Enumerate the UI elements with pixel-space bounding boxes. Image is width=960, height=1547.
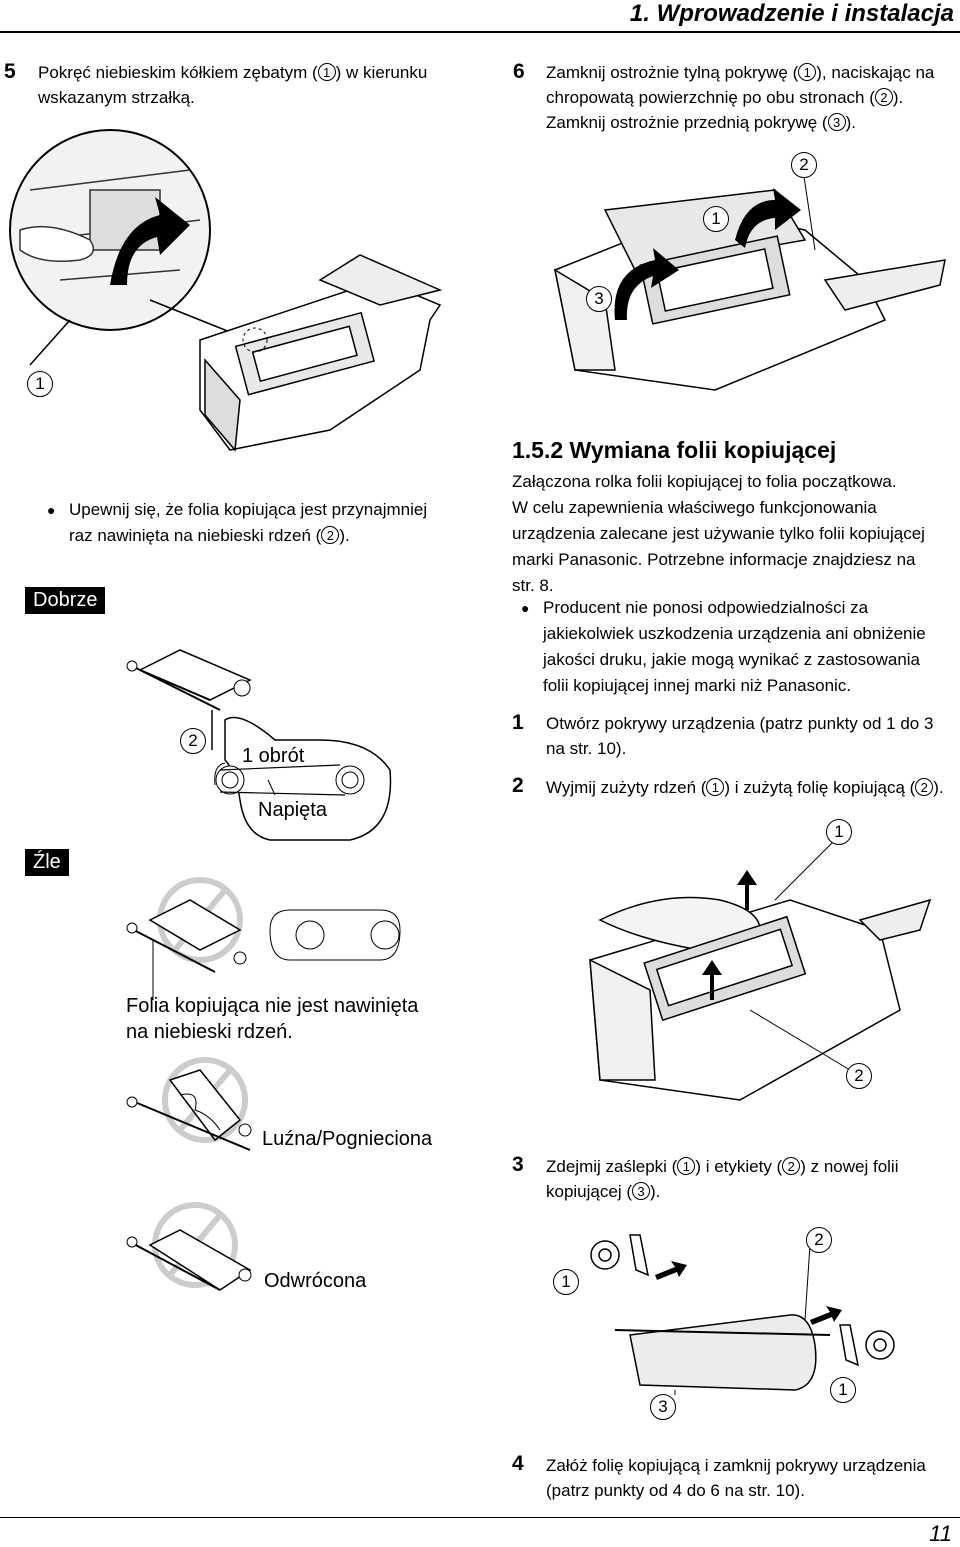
taut-label: Napięta bbox=[258, 799, 327, 821]
bad-2-caption: Luźna/Pognieciona bbox=[262, 1128, 433, 1150]
callout-1-icon: 1 bbox=[798, 63, 817, 81]
step-2-number: 2 bbox=[512, 774, 524, 797]
fax-remove-film-illustration bbox=[589, 839, 932, 1101]
step-1-text: Otwórz pokrywy urządzenia (patrz punkty … bbox=[546, 714, 934, 758]
step-1-number: 1 bbox=[512, 711, 524, 734]
bad-label: Źle bbox=[25, 849, 69, 876]
fig2-callout-1: 1 bbox=[826, 819, 852, 845]
callout-1-icon: 1 bbox=[677, 1157, 696, 1175]
fig3-callout-3: 3 bbox=[650, 1394, 676, 1420]
step-4-text: Załóż folię kopiującą i zamknij pokrywy … bbox=[546, 1456, 926, 1500]
step-5-number: 5 bbox=[4, 60, 16, 83]
section-bullet-note: Producent nie ponosi odpowiedzialności z… bbox=[521, 595, 958, 699]
step-6-text: Zamknij ostrożnie tylną pokrywę (1), nac… bbox=[546, 63, 935, 132]
gear-wheel-fax-illustration bbox=[9, 129, 443, 452]
fig6-callout-2: 2 bbox=[791, 152, 817, 178]
footer-rule bbox=[0, 1517, 960, 1518]
film-roll-reversed-illustration bbox=[126, 1202, 252, 1291]
fig3-callout-1-left: 1 bbox=[553, 1269, 579, 1295]
page-number: 11 bbox=[929, 1521, 952, 1546]
fig6-callout-1: 1 bbox=[703, 206, 729, 232]
film-roll-loose-illustration bbox=[126, 1057, 252, 1151]
new-film-roll-caps-illustration bbox=[590, 1234, 895, 1395]
section-intro-text: Załączona rolka folii kopiującej to foli… bbox=[512, 472, 925, 595]
step-5-text: Pokręć niebieskim kółkiem zębatym (1) w … bbox=[38, 63, 428, 107]
step-2-text: Wyjmij zużyty rdzeń (1) i zużytą folię k… bbox=[546, 778, 944, 797]
step-4-number: 4 bbox=[512, 1452, 524, 1475]
callout-2-icon: 2 bbox=[915, 778, 934, 796]
callout-2-icon: 2 bbox=[321, 526, 340, 544]
good-label: Dobrze bbox=[25, 587, 106, 614]
callout-3-icon: 3 bbox=[632, 1182, 650, 1200]
film-roll-good-illustration bbox=[126, 649, 392, 841]
good-callout-2: 2 bbox=[180, 728, 206, 754]
bad-3-caption: Odwrócona bbox=[264, 1270, 367, 1292]
step-3-number: 3 bbox=[512, 1153, 524, 1176]
fig6-callout-3: 3 bbox=[586, 286, 612, 312]
callout-2-icon: 2 bbox=[874, 88, 893, 106]
callout-3-icon: 3 bbox=[827, 113, 846, 131]
callout-1-icon: 1 bbox=[706, 778, 725, 796]
film-roll-not-wound-illustration bbox=[126, 877, 401, 1000]
fig3-callout-2: 2 bbox=[806, 1227, 832, 1253]
step-6-number: 6 bbox=[513, 60, 525, 83]
section-header-title: 1. Wprowadzenie i instalacja bbox=[629, 0, 954, 27]
bullet-note-winding: Upewnij się, że folia kopiująca jest prz… bbox=[47, 497, 459, 549]
fig2-callout-2: 2 bbox=[846, 1063, 872, 1089]
fig3-callout-1-right: 1 bbox=[830, 1377, 856, 1403]
step-3-text: Zdejmij zaślepki (1) i etykiety (2) z no… bbox=[546, 1157, 899, 1201]
fax-closing-covers-illustration bbox=[553, 169, 946, 391]
callout-2-icon: 2 bbox=[782, 1157, 801, 1175]
bad-1-caption: Folia kopiująca nie jest nawinięta na ni… bbox=[126, 995, 419, 1043]
one-turn-label: 1 obrót bbox=[242, 745, 305, 767]
header-rule bbox=[0, 31, 960, 33]
figure-callout-1: 1 bbox=[27, 371, 53, 397]
callout-1-icon: 1 bbox=[317, 63, 336, 81]
section-title: 1.5.2 Wymiana folii kopiującej bbox=[512, 437, 837, 463]
